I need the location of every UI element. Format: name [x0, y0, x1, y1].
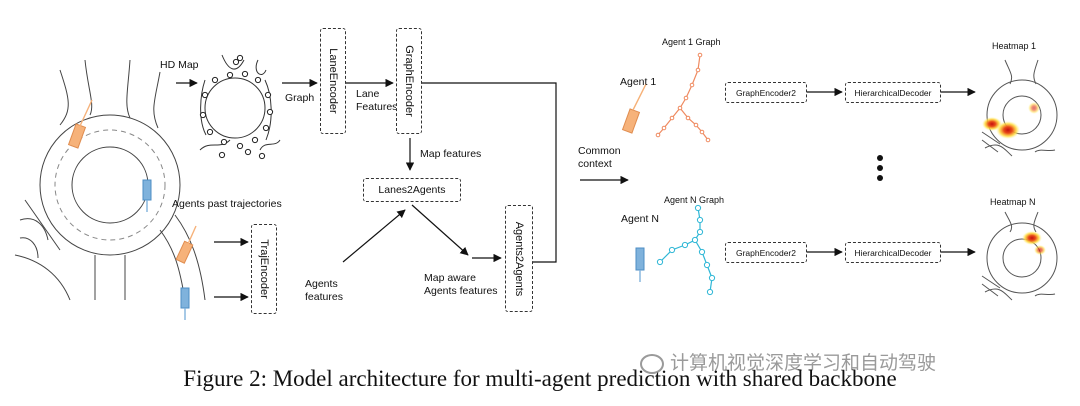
heatmap-1-hotspot-c: [1028, 102, 1040, 114]
agent-1-vehicle: [621, 108, 641, 134]
heatmap-1-hotspot-b: [996, 121, 1020, 139]
graph-encoder2-top-box: GraphEncoder2: [725, 82, 807, 103]
traj-agent-orange: [175, 240, 194, 264]
hd-map-nodes: [199, 54, 274, 160]
lanes2agents-label: Lanes2Agents: [378, 184, 446, 196]
label-common-context: Common context: [578, 145, 621, 170]
label-map-features: Map features: [420, 148, 482, 160]
graph-encoder-label: GraphEncoder: [403, 45, 415, 117]
agent-blue-vehicle: [142, 179, 152, 201]
label-agent-1-graph: Agent 1 Graph: [662, 37, 721, 47]
hier-decoder-bottom-label: HierarchicalDecoder: [854, 247, 932, 258]
roundabout-scene: [14, 59, 206, 301]
label-agent-1: Agent 1: [620, 76, 657, 88]
heatmap-1-map: [981, 59, 1058, 157]
agent-n-vehicle: [635, 247, 645, 271]
lanes2agents-box: Lanes2Agents: [363, 178, 461, 202]
agent-n-graph-nodes: [656, 204, 716, 296]
graph-encoder2-bottom-box: GraphEncoder2: [725, 242, 807, 263]
label-heatmap-1: Heatmap 1: [992, 41, 1037, 51]
label-agents-past: Agents past trajectories: [172, 198, 282, 210]
graph-encoder2-bottom-label: GraphEncoder2: [735, 247, 796, 258]
hier-decoder-bottom-box: HierarchicalDecoder: [845, 242, 941, 263]
figure-caption: Figure 2: Model architecture for multi-a…: [183, 366, 897, 391]
label-agent-n: Agent N: [621, 213, 659, 225]
heatmap-n-map: [981, 211, 1058, 301]
label-agent-n-graph: Agent N Graph: [664, 195, 725, 205]
traj-agent-blue: [180, 287, 190, 309]
heatmap-n-hotspot-a: [1022, 231, 1042, 245]
label-heatmap-n: Heatmap N: [990, 197, 1036, 207]
ellipsis-dots: [877, 155, 883, 181]
label-lane-features: Lane Features: [356, 88, 398, 113]
hier-decoder-top-label: HierarchicalDecoder: [854, 87, 932, 98]
flow-arrows: [176, 78, 976, 302]
label-hd-map: HD Map: [160, 59, 199, 71]
heatmap-n-hotspot-b: [1034, 245, 1046, 255]
traj-encoder-box: TrajEncoder: [251, 224, 277, 314]
hd-map-graph: [199, 54, 281, 151]
label-map-aware: Map aware Agents features: [424, 272, 498, 297]
agent-1-graph-nodes: [655, 52, 711, 143]
lane-encoder-label: LaneEncoder: [327, 48, 339, 114]
label-graph: Graph: [285, 92, 315, 104]
wechat-icon: [640, 353, 664, 374]
lane-encoder-box: LaneEncoder: [320, 28, 346, 134]
traj-encoder-label: TrajEncoder: [258, 239, 270, 299]
graph-encoder2-top-label: GraphEncoder2: [735, 87, 796, 98]
watermark-text: 计算机视觉深度学习和自动驾驶: [670, 352, 937, 374]
agents2agents-label: Agents2Agents: [513, 221, 525, 296]
label-agents-features: Agents features: [305, 278, 343, 303]
agent-orange-vehicle: [67, 123, 87, 149]
graph-encoder-box: GraphEncoder: [396, 28, 422, 134]
watermark: 计算机视觉深度学习和自动驾驶: [640, 348, 936, 375]
hier-decoder-top-box: HierarchicalDecoder: [845, 82, 941, 103]
agents2agents-box: Agents2Agents: [505, 205, 533, 312]
